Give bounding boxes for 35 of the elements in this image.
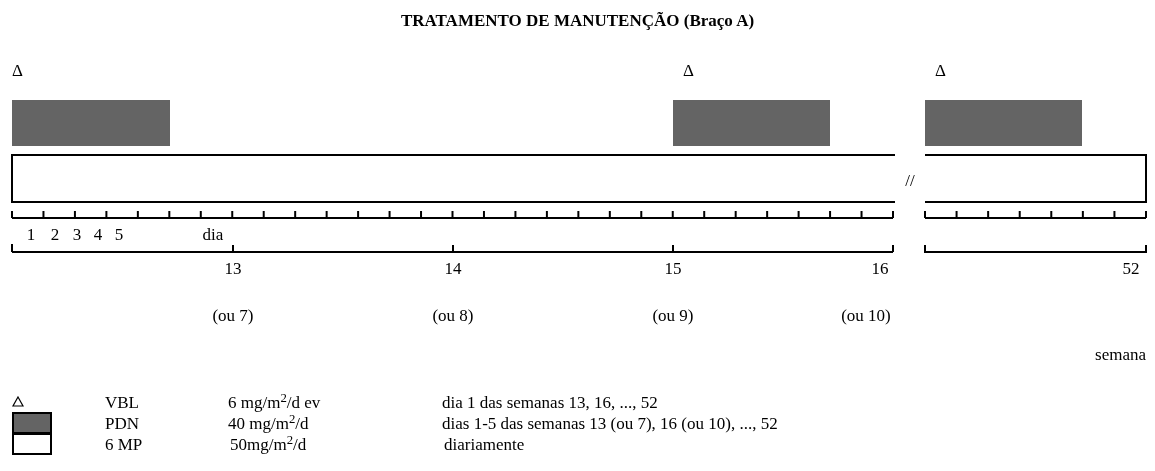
day-number: 4 xyxy=(93,226,103,243)
alt-week-number: (ou 7) xyxy=(212,307,254,324)
axis-break-mark: // xyxy=(905,172,915,189)
alt-week-number: (ou 8) xyxy=(432,307,474,324)
prednisone-bar xyxy=(673,100,830,146)
marker-symbol: Δ xyxy=(12,62,23,79)
day-number: 5 xyxy=(114,226,124,243)
week-number: 13 xyxy=(224,260,242,277)
alt-week-number: (ou 9) xyxy=(652,307,694,324)
axis-label: semana xyxy=(1095,346,1146,363)
prednisone-bar xyxy=(925,100,1082,146)
dose-text: 50mg/m$^{2}$/d xyxy=(230,436,307,453)
dose-text: 6 mg/m$^{2}$/d ev xyxy=(228,394,321,411)
week-number: 52 xyxy=(1122,260,1140,277)
mercaptopurine-band xyxy=(924,154,1147,203)
marker-symbol: Δ xyxy=(935,62,946,79)
day-number: 2 xyxy=(50,226,60,243)
day-number: 1 xyxy=(26,226,36,243)
marker-symbol: Δ xyxy=(683,62,694,79)
mercaptopurine-band xyxy=(11,154,896,203)
prednisone-bar xyxy=(12,100,170,146)
alt-week-number: (ou 10) xyxy=(841,307,891,324)
title: TRATAMENTO DE MANUTENÇÃO (Braço A) xyxy=(399,12,756,29)
axis-label: dia xyxy=(202,226,224,243)
day-number: 3 xyxy=(72,226,82,243)
schedule-text: dias 1-5 das semanas 13 (ou 7), 16 (ou 10), ..., 52 xyxy=(442,415,778,432)
week-number: 16 xyxy=(871,260,889,277)
schedule-text: diariamente xyxy=(444,436,525,453)
drug-name: 6 MP xyxy=(105,436,143,453)
drug-name: PDN xyxy=(105,415,139,432)
dose-text: 40 mg/m$^{2}$/d xyxy=(228,415,309,432)
week-number: 15 xyxy=(664,260,682,277)
drug-name: VBL xyxy=(105,394,139,411)
schedule-text: dia 1 das semanas 13, 16, ..., 52 xyxy=(442,394,658,411)
week-number: 14 xyxy=(444,260,462,277)
